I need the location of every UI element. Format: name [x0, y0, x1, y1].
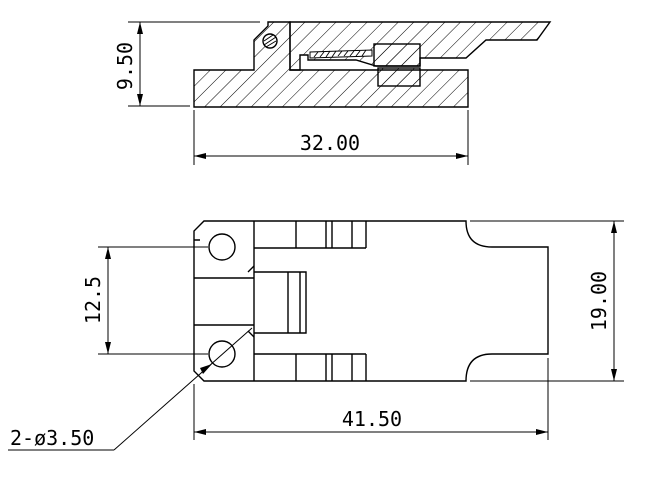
slider-block-lower	[377, 67, 421, 87]
hole-callout-label: 2-ø3.50	[10, 426, 94, 450]
hole-callout: 2-ø3.50	[8, 327, 253, 451]
dimension-side-length: 32.00	[193, 110, 469, 165]
top-outline	[193, 220, 549, 382]
center-pocket	[254, 271, 307, 334]
dimension-label: 9.50	[113, 42, 137, 90]
top-view: 12.5 19.00 41.50 2-ø3.50	[8, 220, 624, 451]
slider-block-upper	[373, 43, 421, 67]
dimension-width: 19.00	[470, 220, 624, 382]
dimension-overall-length: 41.50	[193, 358, 549, 440]
side-section-view: 9.50 32.00	[113, 21, 552, 165]
contact-spring	[309, 49, 373, 59]
dimension-label: 19.00	[587, 271, 611, 331]
mounting-hole-upper	[208, 233, 236, 261]
contact-spring-hatch	[313, 49, 367, 58]
dimension-side-height: 9.50	[113, 21, 260, 107]
dimension-label: 12.5	[81, 276, 105, 324]
dimension-hole-spacing: 12.5	[81, 246, 208, 355]
dimension-label: 41.50	[342, 407, 402, 431]
mounting-hole-lower	[208, 340, 236, 368]
dimension-label: 32.00	[300, 131, 360, 155]
